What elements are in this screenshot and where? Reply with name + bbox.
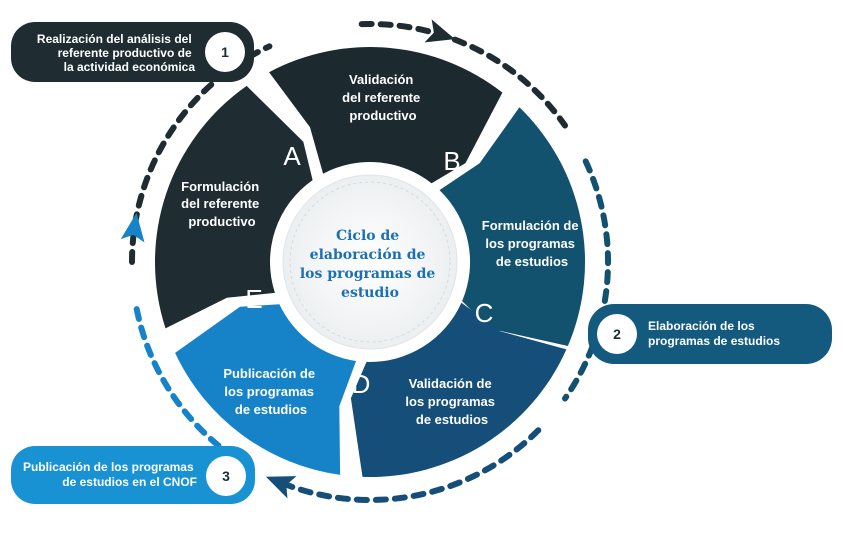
segment-b-shape [269, 47, 503, 184]
segment-labels: Formulación del referente productivo A V… [181, 72, 582, 427]
segment-a-label: Formulación del referente productivo [181, 179, 263, 229]
callout-1-text: Realización del análisis del referente p… [37, 32, 195, 74]
segment-c-shape [439, 107, 586, 346]
hub-inner [282, 174, 458, 350]
segment-b-label: Validación del referente productivo [342, 72, 424, 123]
segment-a-shape [154, 85, 313, 329]
dash-arc-top [358, 20, 568, 129]
callout-2: 2 Elaboración de los programas de estudi… [588, 304, 832, 364]
dash-arc-right [562, 158, 611, 402]
arrowhead-bottom [265, 476, 297, 499]
callout-1-badge [205, 32, 245, 72]
center-line-1: Ciclo de [336, 228, 399, 244]
segment-a-letter: A [283, 141, 301, 171]
callout-1-pill [11, 22, 254, 82]
segment-d-letter: D [352, 369, 371, 399]
dash-arc-bottom-left [132, 300, 237, 460]
callout-1-number: 1 [221, 44, 229, 60]
callout-3-number: 3 [222, 468, 230, 484]
callout-2-pill [588, 304, 832, 364]
cycle-segments [154, 47, 586, 478]
center-line-4: estudio [341, 285, 399, 301]
segment-b-letter: B [443, 146, 460, 176]
callout-3-text: Publicación de los programas de estudios… [23, 460, 197, 489]
callout-3-pill [11, 446, 255, 504]
callout-2-number: 2 [613, 326, 621, 342]
arrowhead-top [424, 19, 455, 43]
segment-e-label: Publicación de los programas de estudios [223, 366, 318, 417]
callout-1: Realización del análisis del referente p… [11, 22, 254, 82]
center-line-2: elaboración de [310, 247, 426, 263]
segment-d-label: Validación de los programas de estudios [405, 376, 498, 427]
center-line-3: los programas de [300, 266, 436, 282]
callout-3-badge [206, 456, 246, 496]
dash-arc-bottom [285, 427, 542, 503]
center-title: Ciclo de elaboración de los programas de… [300, 228, 440, 301]
segment-c-label: Formulación de los programas de estudios [482, 218, 582, 269]
segment-e-shape [175, 304, 357, 475]
hub-dashed-ring [289, 181, 451, 343]
cycle-arrowheads [120, 19, 455, 499]
arrowhead-left [120, 213, 145, 243]
callout-3: Publicación de los programas de estudios… [11, 446, 255, 504]
segment-d-shape [350, 302, 567, 478]
segment-e-letter: E [245, 284, 262, 314]
segment-c-letter: C [475, 298, 494, 328]
callout-2-badge [597, 314, 637, 354]
callout-2-text: Elaboración de los programas de estudios [648, 319, 780, 348]
center-hub: Ciclo de elaboración de los programas de… [276, 168, 464, 356]
